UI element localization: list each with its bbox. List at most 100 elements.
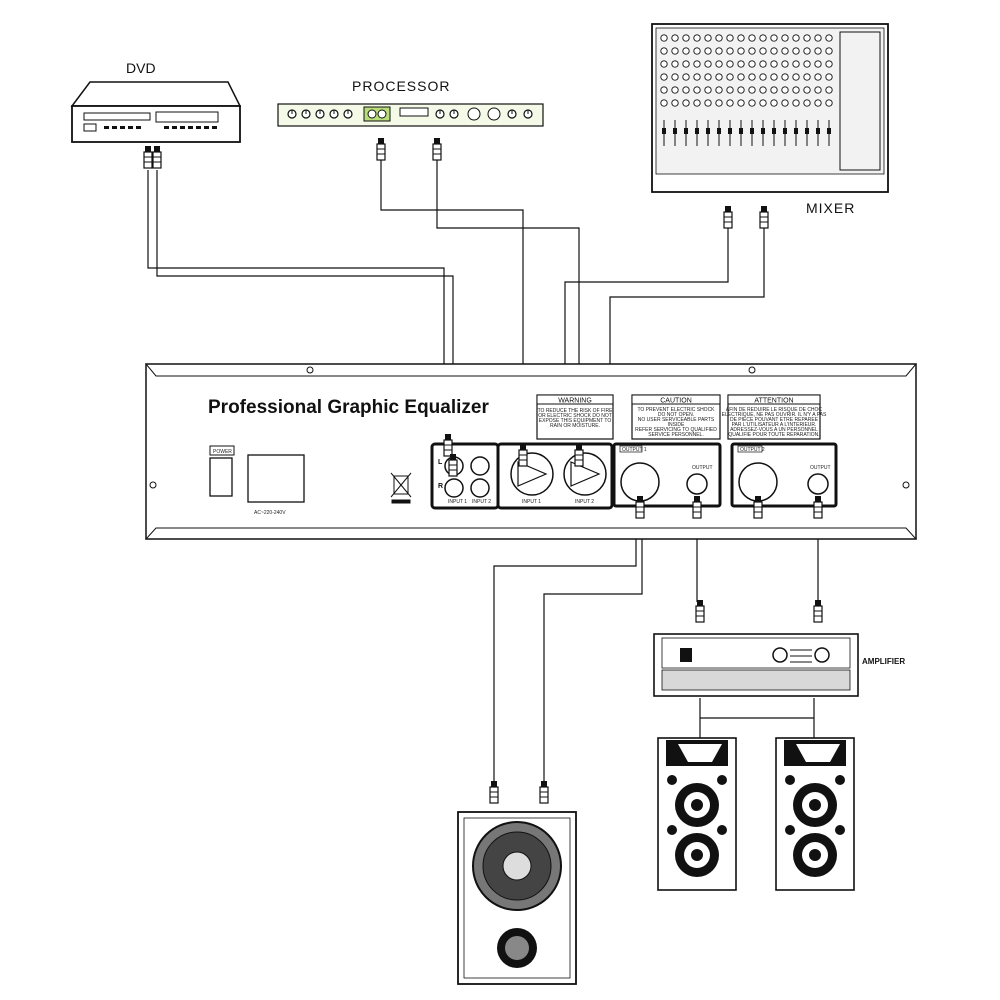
power-label-box bbox=[209, 445, 235, 456]
equalizer-title: Professional Graphic Equalizer bbox=[208, 397, 489, 418]
mixer-knob bbox=[726, 60, 734, 68]
mixer-knob bbox=[748, 47, 756, 55]
subwoofer-cable-right bbox=[543, 528, 643, 785]
mixer-knob bbox=[671, 34, 679, 42]
mixer-knob bbox=[825, 60, 833, 68]
dvd-plug-in-eq-r-icon bbox=[448, 453, 458, 477]
mixer-knob bbox=[682, 60, 690, 68]
mixer-console bbox=[651, 23, 889, 229]
dvd-cable-right bbox=[156, 170, 454, 440]
dvd-cable-left bbox=[147, 170, 445, 440]
channel-r-label: R bbox=[438, 483, 443, 490]
mixer-knob bbox=[770, 99, 778, 107]
mixer-knob bbox=[693, 60, 701, 68]
caution-panel: CAUTION TO PREVENT ELECTRIC SHOCK DO NOT… bbox=[631, 394, 721, 440]
rca-jack-r2[interactable] bbox=[470, 478, 490, 498]
attention-line-2: ELECTRIQUE, NE PAS OUVRIR. IL N'Y A PAS bbox=[722, 412, 827, 418]
attention-line-6: QUALIFIE POUR TOUTE REPARATION. bbox=[728, 432, 819, 438]
caution-line-5: REFER SERVICING TO QUALIFIED bbox=[635, 427, 717, 433]
mixer-knob bbox=[693, 34, 701, 42]
mixer-knob bbox=[671, 86, 679, 94]
mixer-knob bbox=[759, 73, 767, 81]
amp-input-left-icon bbox=[695, 599, 705, 623]
mixer-knob bbox=[748, 73, 756, 81]
subwoofer bbox=[457, 811, 577, 985]
mixer-knob bbox=[770, 86, 778, 94]
mixer-knob bbox=[803, 99, 811, 107]
speaker-left bbox=[657, 737, 737, 891]
mixer-knob bbox=[660, 60, 668, 68]
processor-rca-left-icon bbox=[376, 137, 386, 161]
mixer-knob bbox=[715, 34, 723, 42]
rca-jack-r1[interactable] bbox=[444, 478, 464, 498]
mixer-knob bbox=[803, 73, 811, 81]
mixer-knob bbox=[814, 34, 822, 42]
mixer-rca-right-icon bbox=[759, 205, 769, 229]
mixer-knob bbox=[737, 47, 745, 55]
mixer-knob bbox=[792, 86, 800, 94]
jack-output-2[interactable] bbox=[807, 473, 829, 495]
mixer-knob bbox=[759, 47, 767, 55]
mixer-knob bbox=[737, 99, 745, 107]
mixer-knob bbox=[660, 73, 668, 81]
rca-jack-l2[interactable] bbox=[470, 456, 490, 476]
mixer-knob bbox=[803, 86, 811, 94]
caution-title: CAUTION bbox=[660, 398, 692, 405]
processor-plug-in-eq-icon bbox=[518, 443, 528, 467]
mixer-knob bbox=[737, 86, 745, 94]
mixer-knob bbox=[693, 86, 701, 94]
power-switch[interactable] bbox=[209, 457, 233, 497]
mixer-knob bbox=[726, 99, 734, 107]
mixer-knob bbox=[748, 86, 756, 94]
mixer-knob bbox=[770, 34, 778, 42]
warning-panel: WARNING TO REDUCE THE RISK OF FIRE OR EL… bbox=[536, 394, 614, 440]
mixer-knob bbox=[704, 47, 712, 55]
mixer-knob bbox=[770, 73, 778, 81]
mixer-knob bbox=[814, 99, 822, 107]
xlr-output-1-jack[interactable] bbox=[620, 462, 660, 502]
recycle-bin-icon bbox=[390, 472, 412, 504]
warning-line-4: RAIN OR MOISTURE. bbox=[550, 423, 600, 429]
mixer-knob bbox=[693, 47, 701, 55]
mixer-knob bbox=[671, 99, 679, 107]
mixer-knob bbox=[792, 47, 800, 55]
mixer-knob bbox=[781, 99, 789, 107]
mixer-knob bbox=[660, 99, 668, 107]
amplifier-unit bbox=[653, 633, 859, 697]
jack-output-1[interactable] bbox=[686, 473, 708, 495]
output-1-block bbox=[612, 442, 722, 508]
voltage-label: AC~220-240V bbox=[254, 510, 286, 516]
rca-input-1-label: INPUT 1 bbox=[448, 499, 467, 505]
mixer-knob bbox=[660, 86, 668, 94]
mixer-knob bbox=[748, 60, 756, 68]
mixer-knob bbox=[781, 73, 789, 81]
mixer-knob bbox=[814, 73, 822, 81]
mixer-knob bbox=[814, 86, 822, 94]
mixer-knob bbox=[792, 34, 800, 42]
mixer-knob bbox=[660, 34, 668, 42]
mixer-knob bbox=[715, 86, 723, 94]
mixer-knob bbox=[748, 34, 756, 42]
mixer-knob bbox=[825, 47, 833, 55]
caution-line-3: NO USER SERVICEABLE PARTS bbox=[638, 417, 715, 423]
output-1-label: OUTPUT 1 bbox=[622, 447, 647, 453]
caution-line-6: SERVICE PERSONNEL. bbox=[648, 432, 703, 438]
power-label: POWER bbox=[213, 449, 232, 455]
mixer-knob bbox=[726, 47, 734, 55]
output-1-jack-plug-icon bbox=[692, 495, 702, 519]
mixer-knob bbox=[781, 60, 789, 68]
mixer-knob bbox=[825, 34, 833, 42]
output-2-block bbox=[730, 442, 838, 508]
mixer-knob bbox=[660, 47, 668, 55]
processor-cable-left bbox=[380, 160, 524, 445]
xlr-input-1-label: INPUT 1 bbox=[522, 499, 541, 505]
mixer-knob bbox=[671, 47, 679, 55]
subwoofer-cable-left bbox=[493, 528, 637, 785]
mixer-knob bbox=[759, 34, 767, 42]
subwoofer-rca-left-icon bbox=[489, 780, 499, 804]
mixer-knob bbox=[682, 34, 690, 42]
ac-inlet bbox=[247, 454, 305, 503]
xlr-output-2-jack[interactable] bbox=[738, 462, 778, 502]
mixer-knob bbox=[737, 34, 745, 42]
attention-title: ATTENTION bbox=[754, 398, 793, 405]
